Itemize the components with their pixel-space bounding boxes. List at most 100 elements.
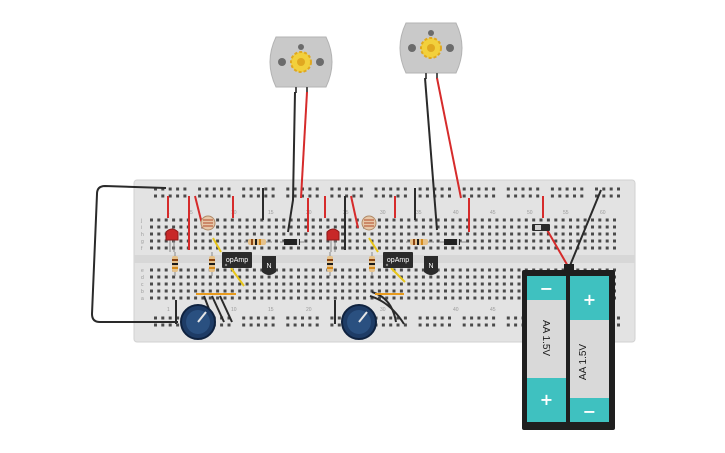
breadboard-hole: [274, 232, 278, 236]
breadboard-hole: [414, 218, 418, 222]
rail-hole: [301, 323, 304, 327]
breadboard-hole: [348, 282, 352, 286]
red-jumper[interactable]: [350, 195, 359, 229]
breadboard-hole: [164, 218, 168, 222]
resistor[interactable]: [172, 252, 178, 276]
breadboard-hole: [524, 218, 528, 222]
battery-pack[interactable]: − + AA 1.5V + − AA 1.5V: [522, 264, 615, 430]
rail-hole: [337, 316, 341, 320]
breadboard-hole: [260, 275, 264, 279]
red-led[interactable]: [326, 228, 340, 252]
rail-hole: [227, 316, 231, 320]
breadboard-hole: [282, 232, 286, 236]
breadboard-hole: [517, 232, 521, 236]
rail-hole: [381, 323, 385, 327]
slide-switch[interactable]: [532, 224, 550, 231]
breadboard-hole: [216, 282, 220, 286]
npn-transistor[interactable]: N: [424, 256, 438, 275]
breadboard-hole: [150, 282, 153, 286]
rail-hole: [256, 187, 260, 191]
resistor[interactable]: [406, 239, 434, 245]
opamp-chip[interactable]: opAmp: [222, 252, 252, 268]
breadboard-hole: [238, 218, 242, 222]
row-label: g: [141, 239, 144, 245]
resistor[interactable]: [244, 239, 272, 245]
breadboard-hole: [517, 225, 521, 229]
red-led[interactable]: [165, 228, 179, 252]
rail-hole: [315, 323, 319, 327]
row-label: h: [141, 232, 144, 238]
opamp-chip[interactable]: opAmp: [383, 252, 413, 268]
ground-loop-wire[interactable]: [90, 184, 178, 323]
rail-hole: [492, 187, 496, 191]
breadboard-hole: [583, 232, 587, 236]
dc-motor-1[interactable]: [269, 36, 333, 93]
breadboard-hole: [319, 239, 322, 243]
rail-hole: [154, 187, 157, 191]
rail-hole: [477, 187, 481, 191]
breadboard-hole: [421, 296, 425, 300]
breadboard-hole: [355, 239, 359, 243]
breadboard-hole: [186, 296, 190, 300]
breadboard-hole: [407, 289, 411, 293]
yellow-jumper[interactable]: [368, 237, 379, 253]
breadboard-hole: [495, 289, 499, 293]
breadboard-hole: [429, 246, 433, 250]
black-jumper[interactable]: [219, 295, 233, 323]
resistor[interactable]: [209, 252, 215, 276]
resistor[interactable]: [369, 252, 375, 276]
breadboard-hole: [304, 268, 308, 272]
breadboard-hole: [164, 239, 168, 243]
breadboard-hole: [157, 232, 161, 236]
breadboard-hole: [569, 218, 572, 222]
battery-black-lead[interactable]: [568, 189, 602, 269]
breadboard-hole: [297, 282, 300, 286]
rail-hole: [595, 194, 598, 198]
breadboard-hole: [238, 289, 242, 293]
breadboard-hole: [510, 296, 514, 300]
breadboard-hole: [377, 296, 381, 300]
breadboard-hole: [561, 239, 565, 243]
motor-2-black-lead[interactable]: [424, 77, 438, 231]
col-label: 40: [453, 307, 459, 313]
battery-cell-cap: [570, 398, 609, 422]
breadboard-hole: [407, 296, 411, 300]
yellow-jumper[interactable]: [212, 237, 222, 253]
rail-hole: [212, 194, 216, 198]
breadboard-hole: [355, 275, 359, 279]
breadboard-hole: [341, 268, 345, 272]
photoresistor[interactable]: [200, 215, 216, 231]
resistor[interactable]: [327, 252, 333, 276]
rail-hole: [264, 323, 268, 327]
breadboard-hole: [407, 246, 411, 250]
breadboard-hole: [546, 218, 550, 222]
battery-red-lead[interactable]: [545, 227, 570, 269]
motor-2-red-lead[interactable]: [436, 77, 462, 199]
diode[interactable]: [440, 239, 466, 245]
breadboard-hole: [164, 296, 168, 300]
yellow-jumper[interactable]: [230, 267, 245, 287]
potentiometer[interactable]: [180, 304, 216, 340]
npn-transistor[interactable]: N: [262, 256, 276, 275]
photoresistor[interactable]: [361, 215, 377, 231]
motor-1-red-lead[interactable]: [300, 91, 308, 199]
diode[interactable]: [280, 239, 304, 245]
breadboard-hole: [326, 296, 330, 300]
potentiometer[interactable]: [341, 304, 377, 340]
breadboard-hole: [480, 239, 484, 243]
breadboard-hole: [297, 246, 300, 250]
breadboard-hole: [444, 289, 447, 293]
black-jumper[interactable]: [369, 295, 405, 325]
rail-hole: [256, 316, 260, 320]
breadboard-hole: [407, 218, 411, 222]
breadboard-hole: [466, 268, 470, 272]
rail-hole: [212, 187, 216, 191]
breadboard-hole: [201, 282, 205, 286]
breadboard-hole: [230, 289, 234, 293]
yellow-jumper[interactable]: [390, 267, 406, 283]
black-jumper[interactable]: [211, 295, 225, 323]
breadboard-hole: [267, 282, 271, 286]
dc-motor-2[interactable]: [399, 22, 463, 79]
breadboard-hole: [605, 239, 609, 243]
motor-1-black-lead[interactable]: [287, 91, 296, 233]
